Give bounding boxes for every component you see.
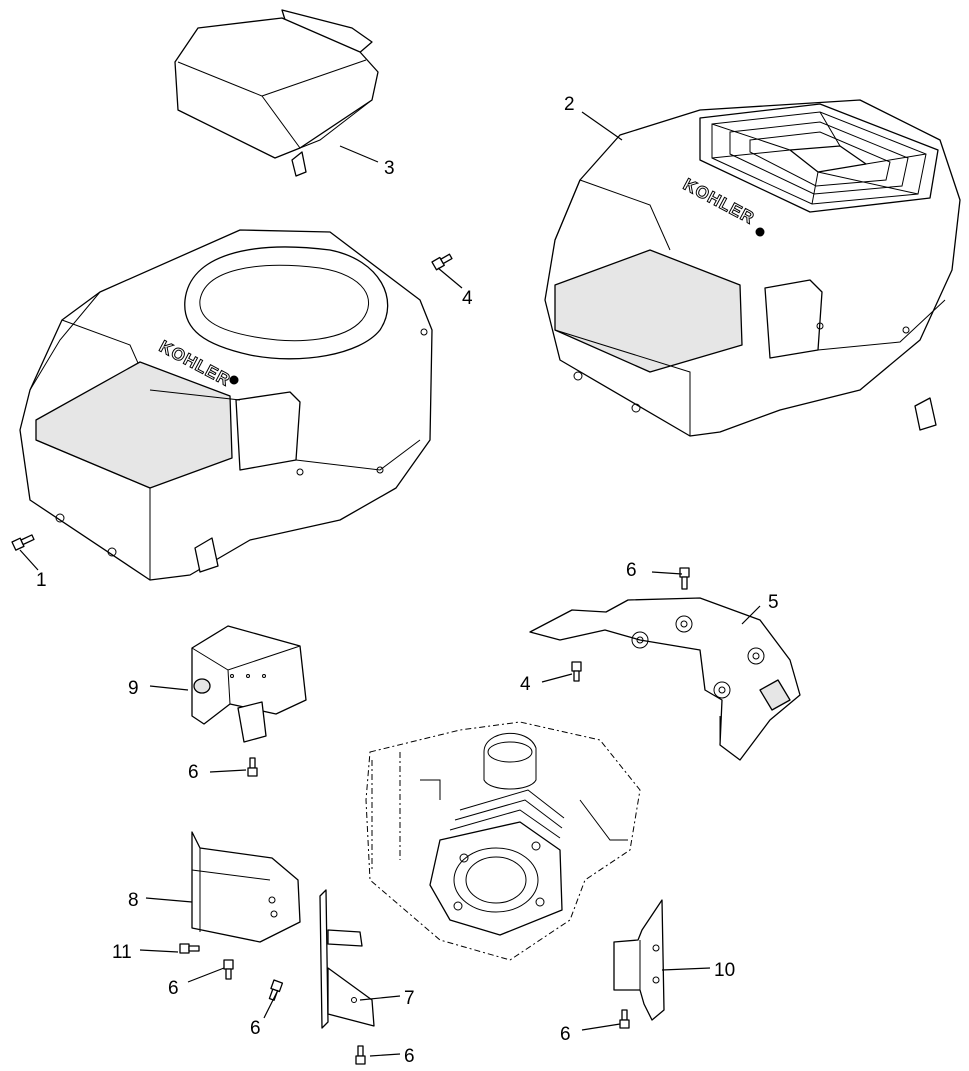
blower-housing-grille: KOHLER (544, 99, 961, 437)
blower-housing-left: KOHLER (19, 229, 433, 581)
callout-6-d: 6 (560, 1024, 571, 1045)
callout-8: 8 (128, 890, 139, 911)
callout-6-shield: 6 (188, 762, 199, 783)
cylinder-head-baffle-10 (613, 899, 665, 1021)
callout-5: 5 (768, 592, 779, 613)
engine-block-reference (365, 721, 641, 961)
baffle-bracket (319, 889, 375, 1029)
cylinder-baffle (529, 597, 801, 761)
callout-7: 7 (404, 988, 415, 1009)
leader-lines (19, 111, 761, 1057)
callout-4-top: 4 (462, 288, 473, 309)
screw-6-top (679, 567, 690, 590)
grille-mesh (711, 111, 927, 205)
air-cleaner-cover (174, 9, 379, 177)
screw-11 (179, 943, 200, 954)
screw-6-a (223, 959, 234, 980)
callouts: 1 2 3 4 4 5 6 6 6 6 6 6 7 8 9 10 11 (36, 94, 779, 1067)
screw-1 (11, 534, 35, 551)
callout-9: 9 (128, 678, 139, 699)
callout-6-c: 6 (404, 1046, 415, 1067)
screw-6-shield (247, 757, 258, 777)
cylinder-head-baffle-8 (191, 831, 301, 943)
shield (191, 625, 307, 743)
screw-4-mid (571, 661, 582, 682)
callout-2: 2 (564, 94, 575, 115)
callout-6-b: 6 (250, 1018, 261, 1039)
callout-4-mid: 4 (520, 674, 531, 695)
screw-4-top (431, 253, 453, 271)
screw-6-b (268, 979, 284, 1001)
callout-6-top: 6 (626, 560, 637, 581)
callout-1: 1 (36, 570, 47, 591)
screw-6-c (355, 1045, 366, 1065)
screw-6-d (619, 1009, 630, 1029)
callout-3: 3 (384, 158, 395, 179)
callout-6-a: 6 (168, 978, 179, 999)
callout-10: 10 (714, 960, 735, 981)
callout-11: 11 (112, 942, 132, 963)
